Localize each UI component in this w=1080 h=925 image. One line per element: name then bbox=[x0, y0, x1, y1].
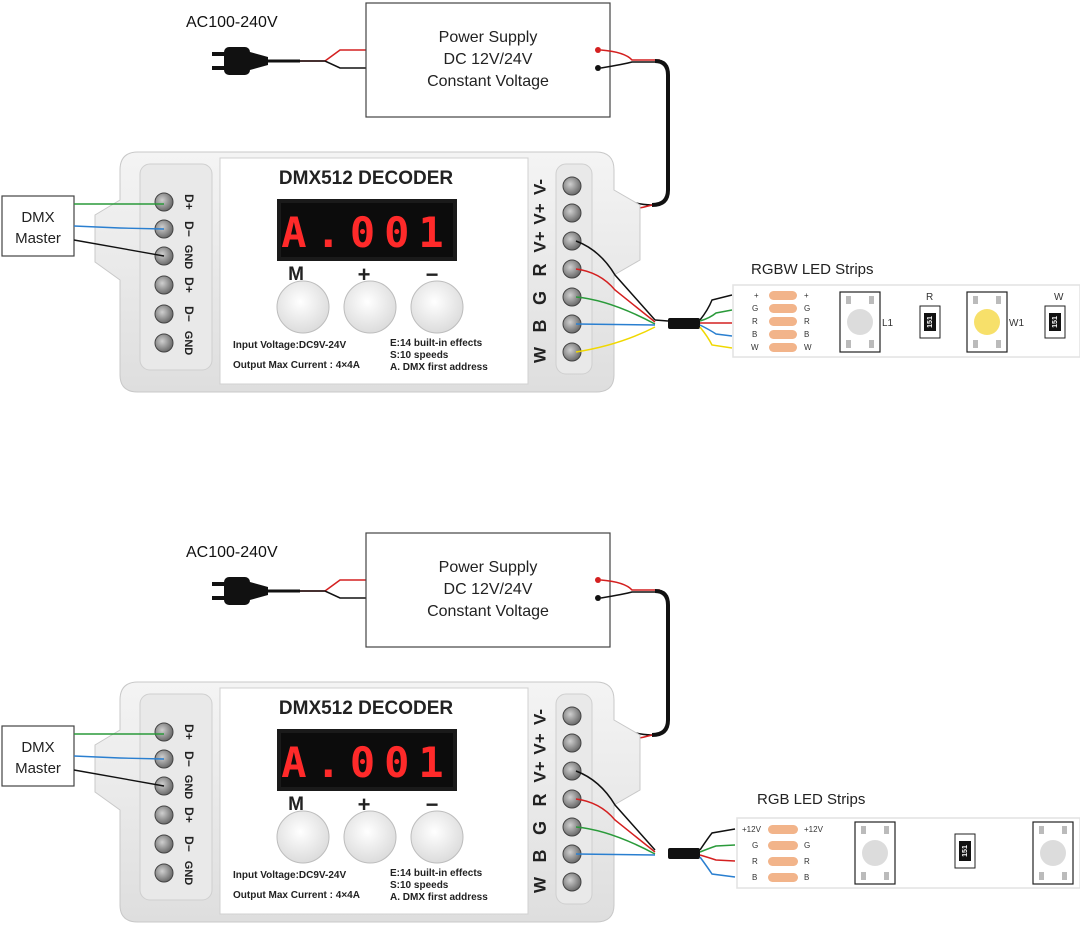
right-terminal-label: B bbox=[530, 320, 550, 333]
minus-button-label: − bbox=[426, 262, 439, 287]
decoder-title: DMX512 DECODER bbox=[279, 168, 453, 189]
dmx-master-line2: Master bbox=[15, 760, 61, 777]
pad-label: G bbox=[752, 304, 758, 313]
plus-button-label: + bbox=[358, 792, 371, 817]
left-terminal-label: D+ bbox=[182, 277, 196, 293]
ac-input-label: AC100-240V bbox=[186, 544, 278, 561]
display-readout: A.001 bbox=[281, 738, 452, 787]
cable-connector bbox=[668, 318, 700, 329]
right-terminal-label: V+ bbox=[530, 733, 549, 754]
pad-label: G bbox=[804, 304, 810, 313]
right-terminal-label: G bbox=[530, 821, 550, 835]
right-terminal-label: G bbox=[530, 291, 550, 305]
strip-title: RGB LED Strips bbox=[757, 791, 865, 808]
diagram-rgb bbox=[0, 531, 1080, 924]
pad-label: +12V bbox=[742, 825, 762, 834]
diagram-2-text: AC100-240V Power Supply DC 12V/24V Const… bbox=[15, 544, 969, 903]
left-terminal-label: D− bbox=[182, 751, 196, 767]
pad-label: B bbox=[804, 873, 809, 882]
pad-label: W bbox=[751, 343, 759, 352]
m-button-label: M bbox=[288, 264, 304, 285]
left-terminal-label: GND bbox=[182, 245, 194, 270]
output-max-text: Output Max Current : 4×4A bbox=[233, 360, 360, 371]
output-max-text: Output Max Current : 4×4A bbox=[233, 890, 360, 901]
right-terminal-label: V+ bbox=[530, 203, 549, 224]
right-terminal-label: R bbox=[530, 264, 550, 277]
decoder-title: DMX512 DECODER bbox=[279, 698, 453, 719]
pad-label: R bbox=[752, 857, 758, 866]
pad-label: G bbox=[752, 841, 758, 850]
pad-label: G bbox=[804, 841, 810, 850]
right-terminal-label: V- bbox=[530, 179, 549, 195]
psu-line3: Constant Voltage bbox=[427, 603, 549, 620]
diagram-1-text: AC100-240V Power Supply DC 12V/24V Const… bbox=[15, 14, 1064, 373]
left-terminal-label: GND bbox=[182, 861, 194, 886]
psu-line3: Constant Voltage bbox=[427, 73, 549, 90]
pad-label: W bbox=[804, 343, 812, 352]
right-terminal-label: W bbox=[530, 876, 549, 893]
dmx-master-line1: DMX bbox=[21, 209, 54, 226]
diagram-rgbw bbox=[0, 1, 1080, 394]
dmx-master-line2: Master bbox=[15, 230, 61, 247]
resistor-value: 151 bbox=[962, 845, 969, 857]
plus-button-label: + bbox=[358, 262, 371, 287]
resistor-value: 151 bbox=[1052, 316, 1059, 328]
right-terminal-label: V- bbox=[530, 709, 549, 725]
info-effects: E:14 built-in effects bbox=[390, 868, 483, 879]
strip-title: RGBW LED Strips bbox=[751, 261, 874, 278]
pad-label: R bbox=[804, 317, 810, 326]
input-voltage-text: Input Voltage:DC9V-24V bbox=[233, 870, 346, 881]
right-terminal-label: V+ bbox=[530, 231, 549, 252]
pad-label: + bbox=[754, 291, 759, 300]
pad-label: B bbox=[804, 330, 809, 339]
resistor-value: 151 bbox=[927, 316, 934, 328]
pad-label: R bbox=[804, 857, 810, 866]
left-terminal-label: D− bbox=[182, 221, 196, 237]
info-address: A. DMX first address bbox=[390, 362, 488, 373]
psu-line2: DC 12V/24V bbox=[444, 51, 533, 68]
pad-label: + bbox=[804, 291, 809, 300]
resistor-w-label: W bbox=[1054, 292, 1064, 303]
left-terminal-label: GND bbox=[182, 331, 194, 356]
info-effects: E:14 built-in effects bbox=[390, 338, 483, 349]
cable-connector bbox=[668, 848, 700, 859]
right-terminal-label: V+ bbox=[530, 761, 549, 782]
pad-label: B bbox=[752, 873, 757, 882]
pad-label: B bbox=[752, 330, 757, 339]
left-terminal-label: GND bbox=[182, 775, 194, 800]
right-terminal-label: R bbox=[530, 794, 550, 807]
minus-button-label: − bbox=[426, 792, 439, 817]
psu-line2: DC 12V/24V bbox=[444, 581, 533, 598]
info-speeds: S:10 speeds bbox=[390, 880, 449, 891]
pad-label: +12V bbox=[804, 825, 824, 834]
display-readout: A.001 bbox=[281, 208, 452, 257]
info-speeds: S:10 speeds bbox=[390, 350, 449, 361]
ac-input-label: AC100-240V bbox=[186, 14, 278, 31]
led-w1-label: W1 bbox=[1009, 318, 1024, 329]
right-terminal-label: B bbox=[530, 850, 550, 863]
info-address: A. DMX first address bbox=[390, 892, 488, 903]
left-terminal-label: D+ bbox=[182, 807, 196, 823]
left-terminal-label: D+ bbox=[182, 194, 196, 210]
m-button-label: M bbox=[288, 794, 304, 815]
left-terminal-label: D− bbox=[182, 836, 196, 852]
input-voltage-text: Input Voltage:DC9V-24V bbox=[233, 340, 346, 351]
dmx-master-line1: DMX bbox=[21, 739, 54, 756]
left-terminal-label: D+ bbox=[182, 724, 196, 740]
psu-line1: Power Supply bbox=[439, 29, 538, 46]
led-l1-label: L1 bbox=[882, 318, 894, 329]
right-terminal-label: W bbox=[530, 346, 549, 363]
left-terminal-label: D− bbox=[182, 306, 196, 322]
resistor-r-label: R bbox=[926, 292, 933, 303]
psu-line1: Power Supply bbox=[439, 559, 538, 576]
pad-label: R bbox=[752, 317, 758, 326]
